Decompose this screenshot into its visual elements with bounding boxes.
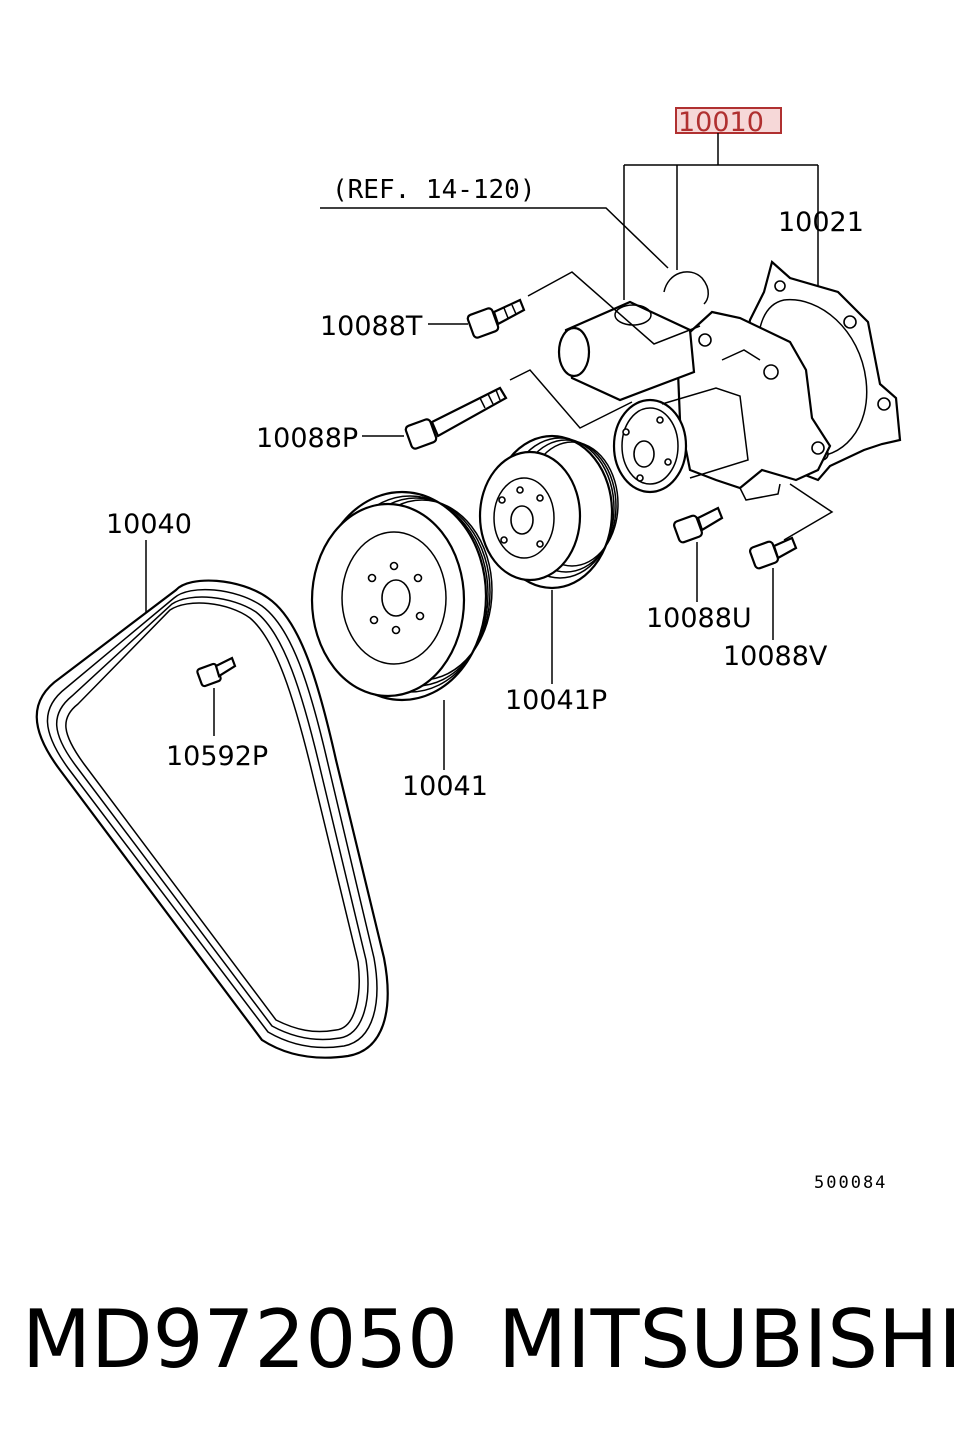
leader-10088t-axis [527, 271, 701, 345]
bolt-10088u [672, 506, 724, 544]
label-10041p[interactable]: 10041P [505, 685, 607, 716]
label-10592p[interactable]: 10592P [166, 741, 268, 772]
figure-code: 500084 [814, 1173, 887, 1193]
label-10088v[interactable]: 10088V [723, 641, 828, 672]
leader-10088v-axis [783, 483, 834, 541]
label-10040[interactable]: 10040 [106, 509, 192, 540]
pulley-10041 [310, 490, 493, 702]
label-10088p[interactable]: 10088P [256, 423, 358, 454]
brand-name: MITSUBISHI [498, 1293, 960, 1386]
leader-10010 [623, 133, 819, 300]
part-number: MD972050 [22, 1293, 459, 1386]
label-10088u[interactable]: 10088U [646, 603, 752, 634]
label-10088t[interactable]: 10088T [320, 311, 423, 342]
label-10010[interactable]: 10010 [678, 107, 764, 138]
highlight-box [675, 107, 782, 134]
bolt-10088p [404, 386, 508, 450]
bolt-10088t [466, 298, 526, 339]
label-10041[interactable]: 10041 [402, 771, 488, 802]
belt-10040 [35, 579, 389, 1059]
label-10021[interactable]: 10021 [778, 207, 864, 238]
bolt-10088v [748, 536, 798, 570]
leader-10088p-axis [509, 369, 633, 429]
footer: MD972050 MITSUBISHI [0, 1290, 960, 1390]
leader-ref [320, 207, 669, 269]
label-ref-14-120: (REF. 14-120) [332, 175, 536, 205]
pulley-10041p [478, 434, 619, 590]
water-pump-body [557, 300, 832, 501]
o-ring [663, 271, 709, 305]
bolt-10592p [196, 656, 237, 688]
